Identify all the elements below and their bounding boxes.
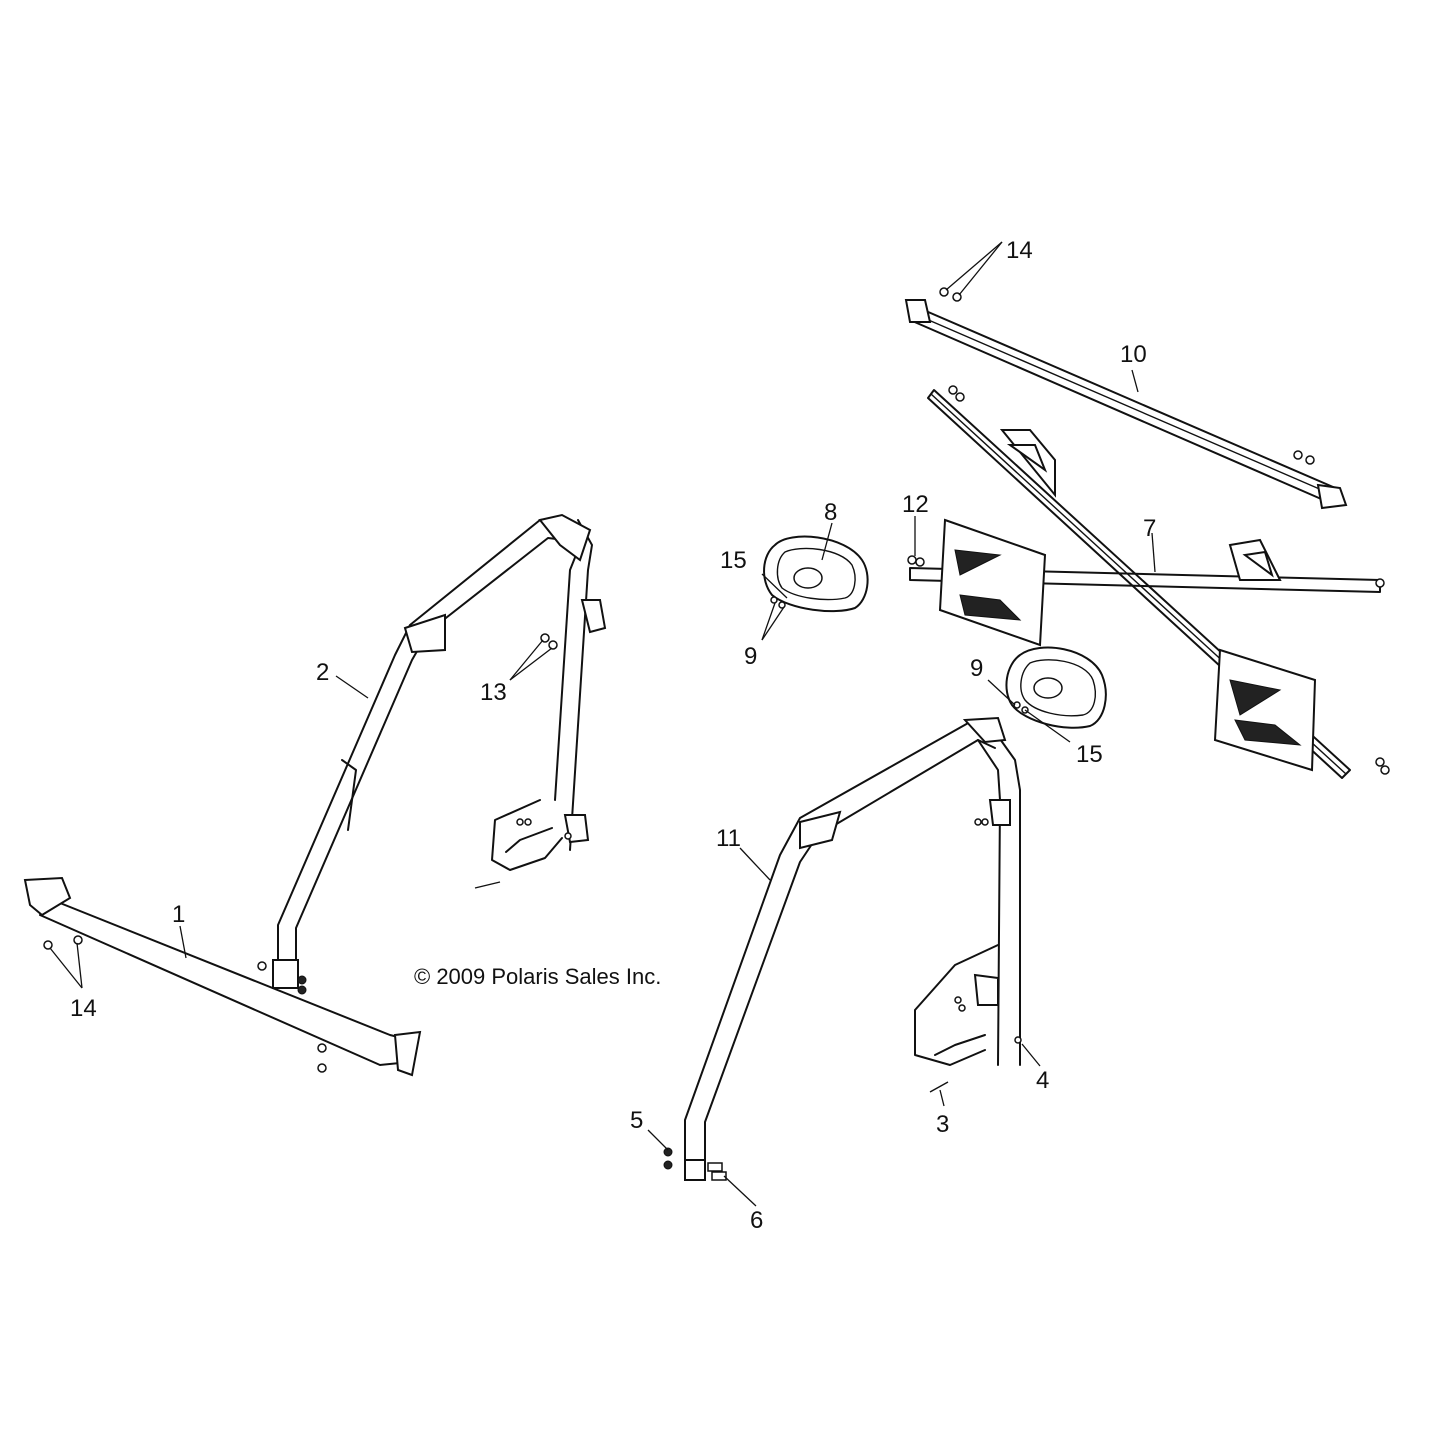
callout-14-left: 14 <box>70 995 97 1022</box>
part-13-nuts[interactable] <box>540 633 558 650</box>
callout-3: 3 <box>936 1111 949 1138</box>
mounting-plate-lower[interactable] <box>1213 648 1317 772</box>
part-3-pin[interactable] <box>929 1081 949 1093</box>
part-8-handle-pad-lower[interactable] <box>1005 646 1107 729</box>
copyright-notice: © 2009 Polaris Sales Inc. <box>414 964 661 989</box>
callout-5: 5 <box>630 1107 643 1134</box>
callout-1: 1 <box>172 901 185 928</box>
callout-8: 8 <box>824 499 837 526</box>
callout-2: 2 <box>316 659 329 686</box>
part-4-nut[interactable] <box>1014 1036 1022 1044</box>
part-8-handle-pad[interactable] <box>763 535 869 613</box>
part-2-roll-bar[interactable] <box>257 513 607 995</box>
mounting-plate-upper[interactable] <box>938 518 1047 647</box>
callout-10: 10 <box>1120 341 1147 368</box>
part-7-rear-member[interactable] <box>909 385 1390 779</box>
callout-4: 4 <box>1036 1067 1049 1094</box>
part-1-lower-bar[interactable] <box>23 876 422 1077</box>
part-9-15-screws[interactable] <box>770 596 1029 714</box>
part-5-nuts[interactable] <box>663 1147 673 1170</box>
callout-13: 13 <box>480 679 507 706</box>
callout-9-lower: 9 <box>970 655 983 682</box>
callout-9-upper: 9 <box>744 643 757 670</box>
callout-15-upper: 15 <box>720 547 747 574</box>
callout-12: 12 <box>902 491 929 518</box>
callout-11: 11 <box>716 825 741 852</box>
part-12-bolts[interactable] <box>907 555 925 567</box>
part-6-bolts[interactable] <box>707 1162 727 1181</box>
part-11-roll-bar[interactable] <box>684 716 1021 1181</box>
callout-14-top: 14 <box>1006 237 1033 264</box>
part-10-cross-bar[interactable] <box>904 287 1348 510</box>
callout-6: 6 <box>750 1207 763 1234</box>
callout-7: 7 <box>1143 515 1156 542</box>
leader-lines <box>49 241 1156 1207</box>
callout-15-lower: 15 <box>1076 741 1103 768</box>
